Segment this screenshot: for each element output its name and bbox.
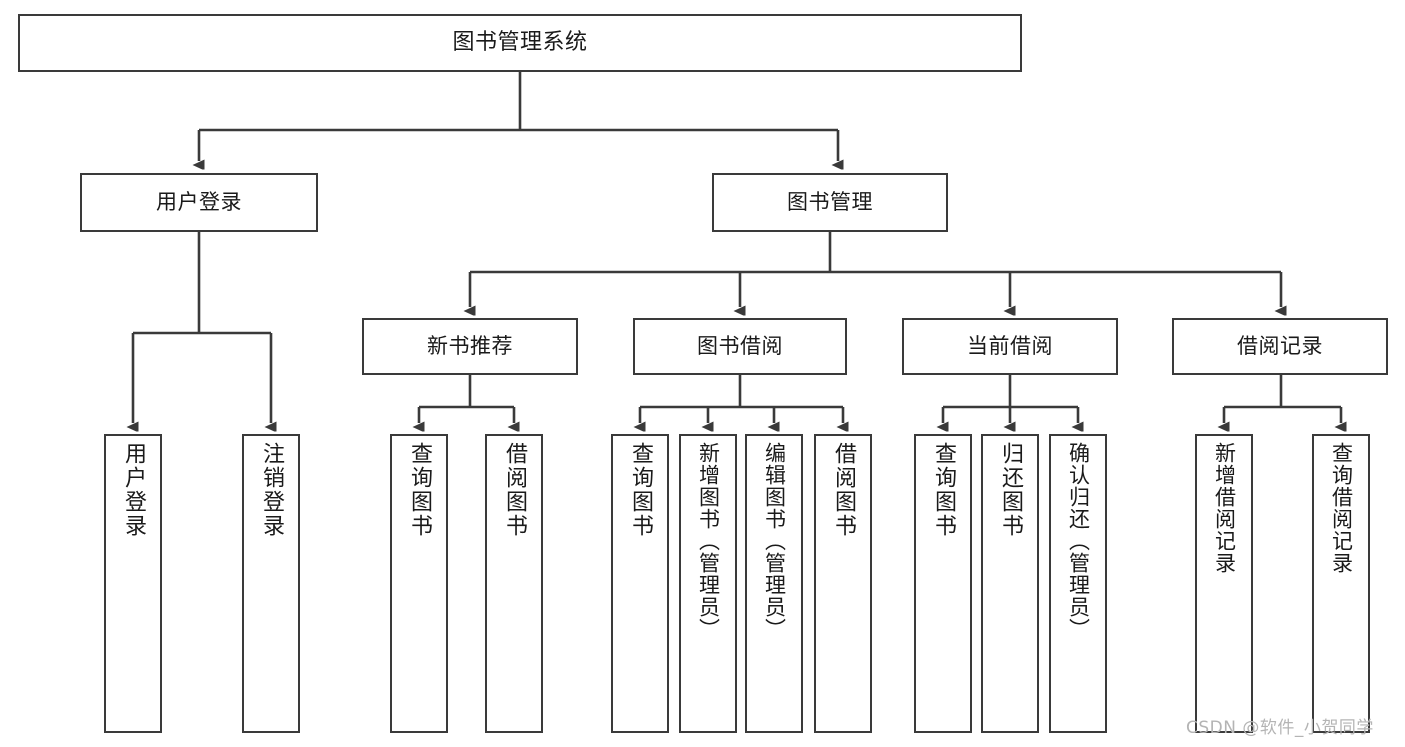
node-label: 当前借阅: [967, 333, 1053, 358]
node-label: 注销登录: [259, 442, 284, 538]
node-label: 用户登录: [156, 189, 242, 214]
node-label: 编辑图书（管理员）: [762, 442, 787, 640]
leaf-borrow-add-book[interactable]: 新增图书（管理员）: [679, 434, 737, 733]
node-book-borrow[interactable]: 图书借阅: [633, 318, 847, 375]
leaf-borrow-edit-book[interactable]: 编辑图书（管理员）: [745, 434, 803, 733]
node-label: 查询图书: [407, 442, 432, 538]
leaf-recommend-query-book[interactable]: 查询图书: [390, 434, 448, 733]
node-label: 用户登录: [121, 442, 146, 538]
node-label: 借阅图书: [831, 442, 856, 538]
leaf-current-return-book[interactable]: 归还图书: [981, 434, 1039, 733]
node-label: 图书管理: [787, 189, 873, 214]
watermark-text: CSDN @软件_小贺同学: [1186, 718, 1374, 738]
leaf-borrow-borrow-book[interactable]: 借阅图书: [814, 434, 872, 733]
leaf-record-add-record[interactable]: 新增借阅记录: [1195, 434, 1253, 733]
leaf-user-login[interactable]: 用户登录: [104, 434, 162, 733]
node-user-login[interactable]: 用户登录: [80, 173, 318, 232]
node-borrow-record[interactable]: 借阅记录: [1172, 318, 1388, 375]
leaf-borrow-query-book[interactable]: 查询图书: [611, 434, 669, 733]
node-label: 借阅记录: [1237, 333, 1323, 358]
leaf-current-confirm-return[interactable]: 确认归还（管理员）: [1049, 434, 1107, 733]
node-label: 新书推荐: [427, 333, 513, 358]
node-label: 图书管理系统: [452, 29, 588, 55]
node-book-management[interactable]: 图书管理: [712, 173, 948, 232]
node-label: 归还图书: [998, 442, 1023, 538]
node-label: 查询图书: [931, 442, 956, 538]
node-label: 借阅图书: [502, 442, 527, 538]
node-root-system[interactable]: 图书管理系统: [18, 14, 1022, 72]
node-label: 确认归还（管理员）: [1066, 442, 1091, 640]
node-current-borrow[interactable]: 当前借阅: [902, 318, 1118, 375]
leaf-current-query-book[interactable]: 查询图书: [914, 434, 972, 733]
node-label: 新增图书（管理员）: [696, 442, 721, 640]
node-new-book-recommend[interactable]: 新书推荐: [362, 318, 578, 375]
node-label: 图书借阅: [697, 333, 783, 358]
leaf-record-query-record[interactable]: 查询借阅记录: [1312, 434, 1370, 733]
node-label: 查询图书: [628, 442, 653, 538]
node-label: 新增借阅记录: [1212, 442, 1237, 574]
node-label: 查询借阅记录: [1329, 442, 1354, 574]
leaf-user-logout[interactable]: 注销登录: [242, 434, 300, 733]
leaf-recommend-borrow-book[interactable]: 借阅图书: [485, 434, 543, 733]
